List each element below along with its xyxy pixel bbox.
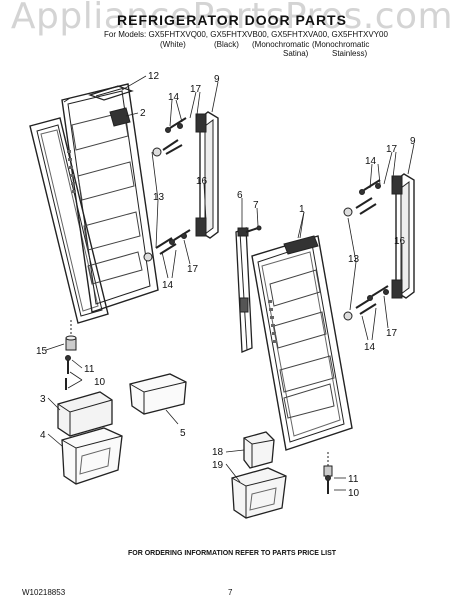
mullion-flipper bbox=[235, 227, 253, 353]
left-door-gasket bbox=[29, 117, 109, 324]
callout-1: 1 bbox=[299, 204, 305, 215]
upper-right-hinge-screws bbox=[343, 179, 381, 217]
callout-17: 17 bbox=[386, 144, 398, 155]
right-door-handle bbox=[391, 173, 415, 299]
callout-19: 19 bbox=[212, 460, 224, 471]
callout-18: 18 bbox=[212, 447, 224, 458]
door-bin-center bbox=[129, 373, 187, 415]
callout-6: 6 bbox=[237, 190, 243, 201]
upper-left-hinge-screws bbox=[152, 117, 187, 157]
variant-sublabel: Satina) bbox=[283, 49, 309, 58]
callout-14: 14 bbox=[364, 342, 376, 353]
callout-7: 7 bbox=[253, 200, 259, 211]
left-door-handle bbox=[195, 111, 219, 239]
variant-label: (Monochromatic bbox=[312, 40, 370, 49]
callout-17: 17 bbox=[187, 264, 199, 275]
callout-9: 9 bbox=[410, 136, 416, 147]
callout-16: 16 bbox=[394, 236, 406, 247]
dispenser-bin bbox=[231, 467, 287, 519]
callout-11: 11 bbox=[348, 474, 359, 485]
watermark: AppliancePartsPros.com bbox=[10, 0, 454, 37]
document-number: W10218853 bbox=[22, 588, 66, 597]
page-number: 7 bbox=[228, 588, 233, 597]
callout-14: 14 bbox=[168, 92, 180, 103]
right-bottom-hinge-hardware bbox=[323, 452, 333, 494]
mullion-screw bbox=[245, 225, 262, 233]
variant-label: (Monochromatic bbox=[252, 40, 310, 49]
lower-right-hinge-screws bbox=[343, 285, 389, 321]
callout-11: 11 bbox=[84, 364, 95, 375]
callout-10: 10 bbox=[348, 488, 360, 499]
right-door-liner bbox=[251, 235, 353, 451]
callout-14: 14 bbox=[365, 156, 377, 167]
left-door-top-cap bbox=[88, 85, 134, 127]
callout-17: 17 bbox=[386, 328, 398, 339]
door-bin-lower bbox=[61, 427, 123, 485]
variant-label: (Black) bbox=[214, 40, 239, 49]
callout-12: 12 bbox=[148, 71, 160, 82]
callout-15: 15 bbox=[36, 346, 48, 357]
door-bin-upper bbox=[57, 391, 113, 437]
callout-labels: 12 2 14 17 9 13 16 14 17 6 7 1 17 9 14 1… bbox=[36, 71, 416, 499]
callout-5: 5 bbox=[180, 428, 186, 439]
variant-sublabel: Stainless) bbox=[332, 49, 368, 58]
left-bottom-hinge-hardware bbox=[65, 320, 77, 390]
callout-2: 2 bbox=[140, 108, 146, 119]
lower-left-hinge-screws bbox=[143, 229, 191, 262]
ordering-note: FOR ORDERING INFORMATION REFER TO PARTS … bbox=[127, 550, 337, 557]
small-bin bbox=[243, 431, 275, 469]
callout-16: 16 bbox=[196, 176, 208, 187]
callout-4: 4 bbox=[40, 430, 46, 441]
models-line: For Models: GX5FHTXVQ00, GX5FHTXVB00, GX… bbox=[104, 30, 388, 39]
page-title: REFRIGERATOR DOOR PARTS bbox=[117, 12, 347, 28]
callout-13: 13 bbox=[153, 192, 165, 203]
callout-17: 17 bbox=[190, 84, 202, 95]
callout-3: 3 bbox=[40, 394, 46, 405]
callout-9: 9 bbox=[214, 74, 220, 85]
variant-label: (White) bbox=[160, 40, 186, 49]
leader-lines bbox=[45, 75, 415, 491]
callout-13: 13 bbox=[348, 254, 360, 265]
callout-14: 14 bbox=[162, 280, 174, 291]
callout-10: 10 bbox=[94, 377, 106, 388]
